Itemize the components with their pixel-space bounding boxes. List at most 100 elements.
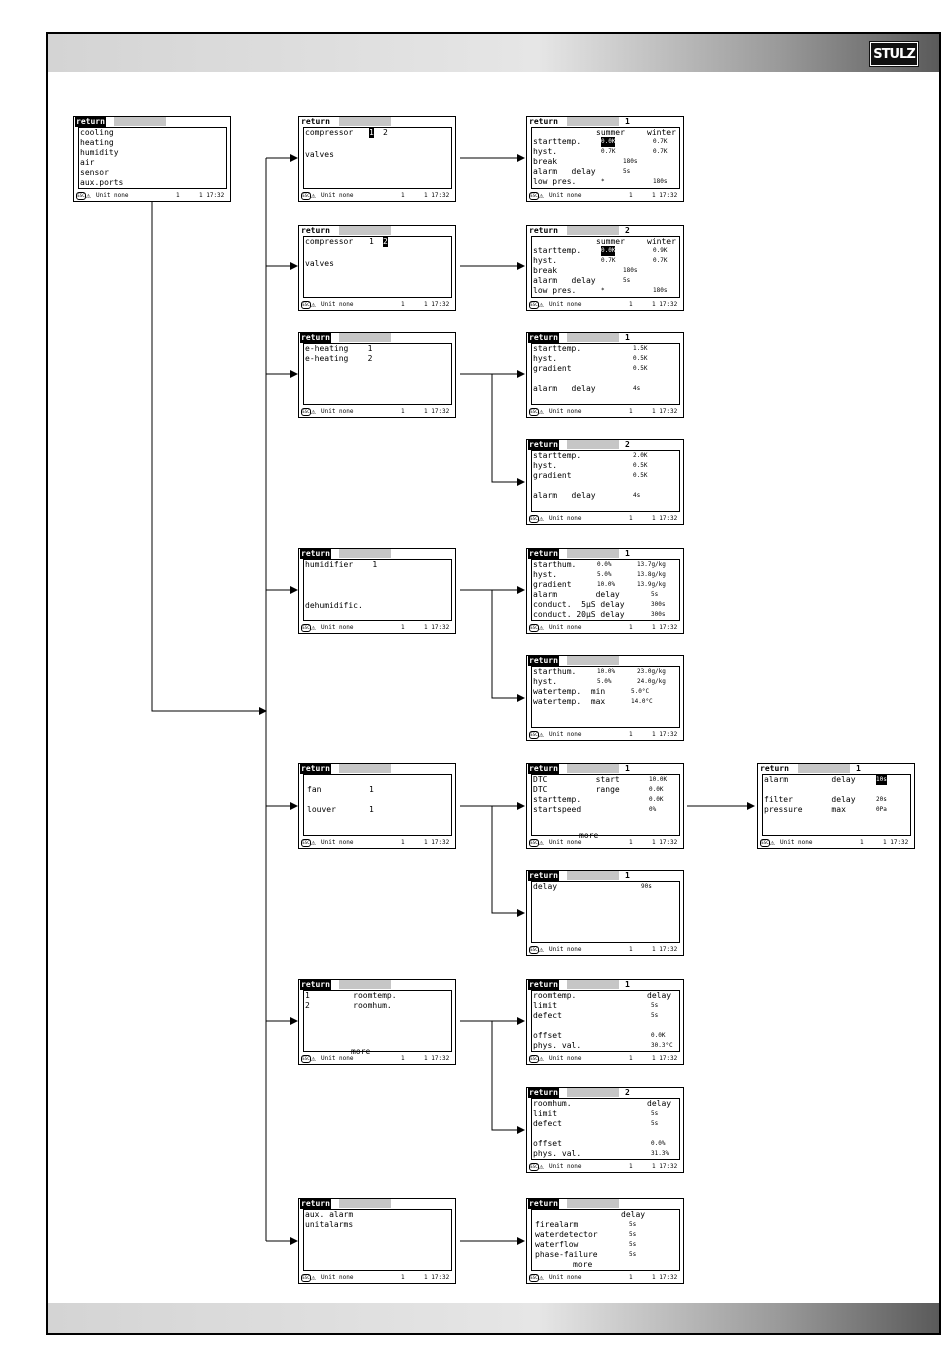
return-button[interactable]: return — [300, 764, 331, 774]
setting-value[interactable]: 5s — [651, 1120, 659, 1127]
compressor-2-option[interactable]: 2 — [383, 128, 388, 137]
alarm-delay-value[interactable]: 5s — [629, 1231, 637, 1238]
setting-value[interactable]: 5.0°C — [631, 688, 650, 695]
setting-value-2[interactable]: 13.8g/kg — [637, 571, 666, 578]
return-button[interactable]: return — [300, 333, 331, 343]
setting-value[interactable]: 5.0% — [597, 678, 612, 685]
setting-value[interactable]: 0.0% — [597, 561, 612, 568]
e-heating-item[interactable]: e-heating 1 — [305, 344, 373, 353]
setting-value[interactable]: 0.0K — [649, 796, 664, 803]
setting-value[interactable]: 1.5K — [633, 345, 648, 352]
setting-value[interactable]: 300s — [651, 611, 666, 618]
esc-icon[interactable]: ESC — [529, 192, 539, 200]
fan-item[interactable]: fan — [307, 785, 322, 794]
winter-value[interactable]: 0.7K — [653, 257, 668, 264]
return-button[interactable]: return — [529, 117, 558, 126]
return-button[interactable]: return — [301, 117, 330, 126]
summer-value[interactable]: 0.7K — [601, 148, 616, 155]
setting-value[interactable]: 5s — [651, 591, 659, 598]
winter-value[interactable]: 0.7K — [653, 148, 668, 155]
esc-icon[interactable]: ESC — [301, 301, 311, 309]
return-button[interactable]: return — [300, 549, 331, 559]
alarm-delay-value[interactable]: 5s — [629, 1221, 637, 1228]
setting-value[interactable]: 30.3°C — [651, 1042, 673, 1049]
setting-value[interactable]: 10s — [876, 775, 887, 785]
setting-value[interactable]: 0.0K — [651, 1032, 666, 1039]
setting-value[interactable]: 0Pa — [876, 806, 887, 813]
setting-value[interactable]: 300s — [651, 601, 666, 608]
e-heating-item[interactable]: e-heating 2 — [305, 354, 373, 363]
setting-value-2[interactable]: 13.9g/kg — [637, 581, 666, 588]
valves-item[interactable]: valves — [305, 150, 334, 159]
esc-icon[interactable]: ESC — [301, 624, 311, 632]
setting-value[interactable]: 10.0K — [649, 776, 668, 783]
esc-icon[interactable]: ESC — [760, 839, 770, 847]
setting-value[interactable]: 2.0K — [633, 452, 648, 459]
esc-icon[interactable]: ESC — [529, 731, 539, 739]
return-button[interactable]: return — [528, 333, 559, 343]
more-link[interactable]: more — [573, 1260, 593, 1269]
setting-value[interactable]: 31.3% — [651, 1150, 670, 1157]
esc-icon[interactable]: ESC — [529, 301, 539, 309]
winter-value[interactable]: 0.7K — [653, 138, 668, 145]
esc-icon[interactable]: ESC — [301, 192, 311, 200]
summer-value[interactable]: 180s — [623, 267, 638, 274]
winter-value[interactable]: 0.9K — [653, 247, 668, 254]
return-button[interactable]: return — [300, 980, 331, 990]
humidifier-item[interactable]: humidifier 1 — [305, 560, 378, 569]
return-button[interactable]: return — [528, 1199, 559, 1209]
setting-value[interactable]: 0.5K — [633, 365, 648, 372]
setting-value[interactable]: 0.5K — [633, 355, 648, 362]
winter-value[interactable]: 180s — [653, 287, 668, 294]
setting-value[interactable]: 90s — [641, 883, 652, 890]
summer-value[interactable]: 0.0K — [601, 137, 616, 147]
return-button[interactable]: return — [300, 1199, 331, 1209]
esc-icon[interactable]: ESC — [529, 839, 539, 847]
setting-value[interactable]: 10.0% — [597, 581, 616, 588]
setting-value[interactable]: 0% — [649, 806, 657, 813]
return-button[interactable]: return — [301, 226, 330, 235]
summer-value[interactable]: 0.7K — [601, 257, 616, 264]
return-button[interactable]: return — [760, 764, 789, 773]
summer-value[interactable]: 0.0K — [601, 246, 616, 256]
compressor-1-option[interactable]: 1 — [369, 128, 374, 138]
esc-icon[interactable]: ESC — [76, 192, 86, 200]
setting-value-2[interactable]: 13.7g/kg — [637, 561, 666, 568]
esc-icon[interactable]: ESC — [529, 408, 539, 416]
setting-value[interactable]: 0.5K — [633, 462, 648, 469]
more-link[interactable]: more — [579, 831, 599, 840]
setting-value-2[interactable]: 23.0g/kg — [637, 668, 666, 675]
alarm-delay-value[interactable]: 5s — [629, 1251, 637, 1258]
aux-item[interactable]: unitalarms — [305, 1220, 354, 1229]
valves-item[interactable]: valves — [305, 259, 334, 268]
setting-value[interactable]: 5s — [651, 1002, 659, 1009]
menu-item[interactable]: sensor — [80, 168, 109, 177]
setting-value[interactable]: 5s — [651, 1110, 659, 1117]
return-button[interactable]: return — [528, 549, 559, 559]
summer-value[interactable]: 5s — [623, 168, 631, 175]
return-button[interactable]: return — [528, 440, 559, 450]
return-button[interactable]: return — [528, 980, 559, 990]
esc-icon[interactable]: ESC — [301, 839, 311, 847]
menu-item[interactable]: aux.ports — [80, 178, 124, 187]
setting-value-2[interactable]: 24.0g/kg — [637, 678, 666, 685]
summer-value[interactable]: 5s — [623, 277, 631, 284]
alarm-delay-value[interactable]: 5s — [629, 1241, 637, 1248]
compressor-1-option[interactable]: 1 — [369, 237, 374, 246]
esc-icon[interactable]: ESC — [301, 1274, 311, 1282]
menu-item[interactable]: heating — [80, 138, 114, 147]
summer-value[interactable]: 180s — [623, 158, 638, 165]
setting-value[interactable]: 4s — [633, 492, 641, 499]
esc-icon[interactable]: ESC — [301, 408, 311, 416]
return-button[interactable]: return — [528, 1088, 559, 1098]
louver-item[interactable]: louver — [307, 805, 336, 814]
winter-value[interactable]: 180s — [653, 178, 668, 185]
menu-item[interactable]: humidity — [80, 148, 119, 157]
return-button[interactable]: return — [528, 764, 559, 774]
dehumidific-item[interactable]: dehumidific. — [305, 601, 363, 610]
aux-item[interactable]: aux. alarm — [305, 1210, 354, 1219]
esc-icon[interactable]: ESC — [529, 624, 539, 632]
setting-value[interactable]: 0.0K — [649, 786, 664, 793]
return-button[interactable]: return — [528, 656, 559, 666]
esc-icon[interactable]: ESC — [529, 1055, 539, 1063]
